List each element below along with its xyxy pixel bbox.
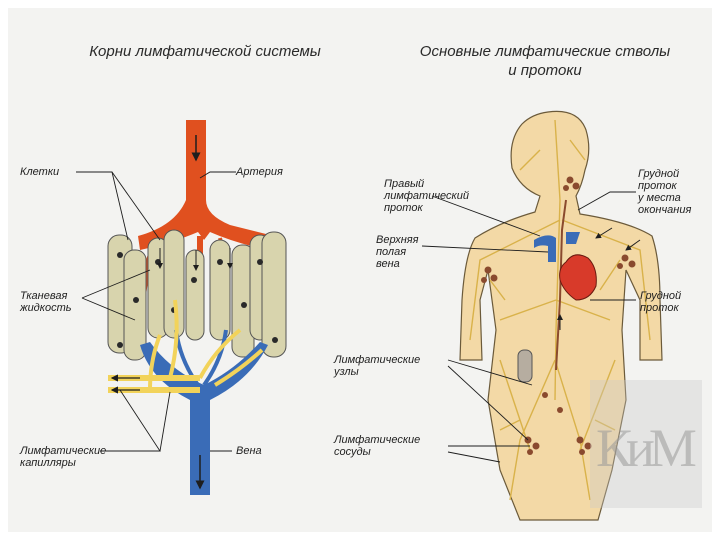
label-artery: Артерия [236,166,283,178]
artery-vessel [138,120,270,250]
label-superior-vena-cava: Верхняя полая вена [376,234,419,270]
label-thoracic-duct: Грудной проток [640,290,681,314]
label-thoracic-duct-end: Грудной проток у места окончания [638,168,691,216]
label-tissue-fluid: Тканевая жидкость [20,290,72,314]
label-right-lymph-duct: Правый лимфатический проток [384,178,469,214]
label-lymph-nodes: Лимфатические узлы [334,354,420,378]
watermark-letters: КиМ [596,420,700,476]
label-lymph-capillaries: Лимфатические капилляры [20,445,106,469]
label-vein: Вена [236,445,262,457]
label-lymph-vessels: Лимфатические сосуды [334,434,420,458]
vein-vessel [140,342,268,495]
label-cells: Клетки [20,166,59,178]
